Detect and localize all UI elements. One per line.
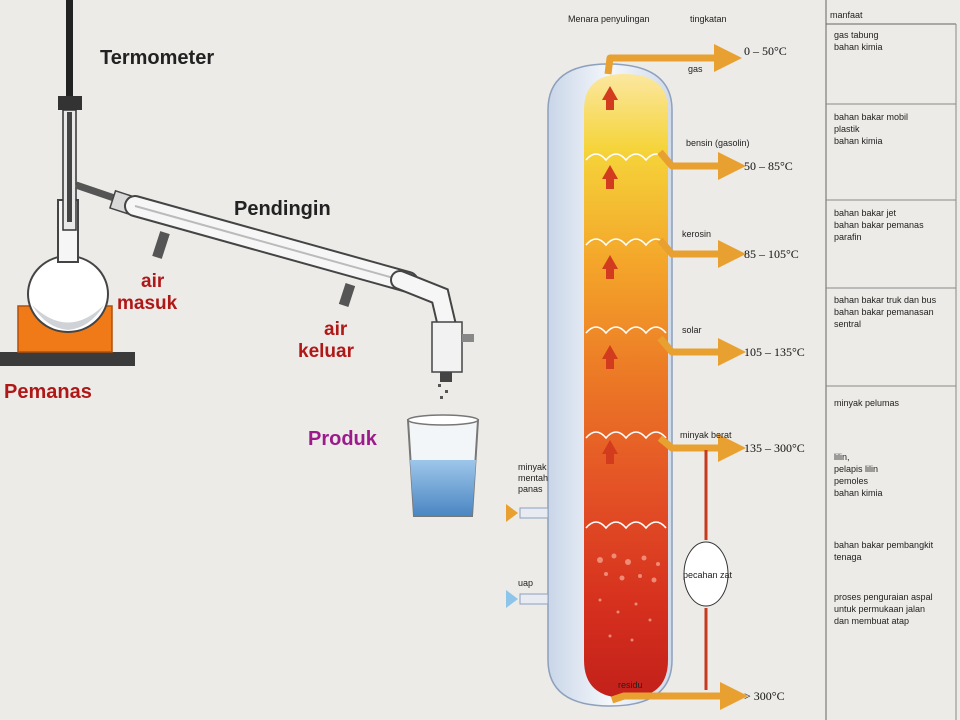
arrow-residue xyxy=(610,682,748,710)
product-beaker xyxy=(406,414,480,517)
arrow-diesel xyxy=(657,335,746,366)
steam-input-label: uap xyxy=(518,578,533,588)
fraction-name-gasoline: bensin (gasolin) xyxy=(686,138,750,148)
use-text: bahan bakar pemanasan xyxy=(834,307,934,317)
uses-table xyxy=(825,0,957,720)
uses-cell-gasoline: bahan bakar mobil plastik bahan kimia xyxy=(834,112,908,146)
use-text: parafin xyxy=(834,232,862,242)
thermometer xyxy=(58,0,82,231)
heater-base xyxy=(0,352,135,366)
use-text: bahan bakar jet xyxy=(834,208,897,218)
condenser-label: Pendingin xyxy=(234,198,331,220)
arrow-kerosene xyxy=(657,237,746,268)
distillation-flask xyxy=(27,199,109,333)
uses-cell-heavy-oil: minyak pelumas lilin, pelapis lilin pemo… xyxy=(834,398,900,498)
use-text: plastik xyxy=(834,124,860,134)
fraction-name-gas: gas xyxy=(688,64,703,74)
input-arrows xyxy=(506,504,549,608)
product-label: Produk xyxy=(308,428,378,450)
water-inlet xyxy=(152,231,170,259)
use-text: bahan kimia xyxy=(834,42,883,52)
fraction-name-heavy-oil: minyak berat xyxy=(680,430,732,440)
temp-heavy-oil: 135 – 300°C xyxy=(744,441,805,455)
tower-column xyxy=(584,74,668,698)
condenser xyxy=(74,181,474,382)
crude-input-pipe xyxy=(519,507,549,519)
water-out-label-line1: air xyxy=(324,319,348,340)
use-text: dan membuat atap xyxy=(834,616,909,626)
arrow-gasoline xyxy=(657,149,746,180)
residue-bubbles xyxy=(597,553,660,642)
temp-residue: > 300°C xyxy=(744,689,785,703)
water-out-label-line2: keluar xyxy=(298,341,355,362)
crude-input-label-2: mentah xyxy=(518,473,548,483)
lab-setup: Termometer Pendingin air masuk air kelua… xyxy=(0,0,480,517)
tower-title: Menara penyulingan xyxy=(568,14,650,24)
tray-5 xyxy=(585,521,667,530)
tray-2 xyxy=(585,238,667,247)
use-text: minyak pelumas xyxy=(834,398,900,408)
water-in-label-line2: masuk xyxy=(117,293,178,314)
use-text: lilin, xyxy=(834,452,850,462)
use-text: proses penguraian aspal xyxy=(834,592,933,602)
use-text: bahan kimia xyxy=(834,136,883,146)
steam-input-arrow xyxy=(506,590,518,608)
fractionation-tower: Menara penyulingan tingkatan manfaat xyxy=(506,0,957,720)
temp-gas: 0 – 50°C xyxy=(744,44,787,58)
use-text: pemoles xyxy=(834,476,869,486)
uses-cell-diesel: bahan bakar truk dan bus bahan bakar pem… xyxy=(834,295,937,329)
uses-header: manfaat xyxy=(830,10,863,20)
use-text: bahan bakar mobil xyxy=(834,112,908,122)
use-text: sentral xyxy=(834,319,861,329)
cracking-label: pecahan zat xyxy=(683,570,733,580)
vapor-up-arrows xyxy=(602,86,618,464)
temp-diesel: 105 – 135°C xyxy=(744,345,805,359)
thermometer-label: Termometer xyxy=(100,47,214,69)
use-text: bahan bakar pemanas xyxy=(834,220,924,230)
steam-input-pipe xyxy=(519,593,549,605)
trays xyxy=(585,153,667,530)
arrow-heavy-oil xyxy=(657,434,746,462)
heater-label: Pemanas xyxy=(4,381,92,403)
output-arrows xyxy=(604,44,748,710)
uses-cell-residue: bahan bakar pembangkit tenaga proses pen… xyxy=(834,540,934,626)
tray-4 xyxy=(585,431,667,440)
crude-input-arrow xyxy=(506,504,518,522)
uses-cell-kerosene: bahan bakar jet bahan bakar pemanas para… xyxy=(834,208,924,242)
fraction-name-kerosene: kerosin xyxy=(682,229,711,239)
crude-input-label-1: minyak xyxy=(518,462,547,472)
fraction-name-residue: residu xyxy=(618,680,643,690)
tray-3 xyxy=(585,326,667,335)
crude-input-label-3: panas xyxy=(518,484,543,494)
use-text: bahan bakar pembangkit xyxy=(834,540,934,550)
arrow-gas xyxy=(604,44,742,75)
use-text: untuk permukaan jalan xyxy=(834,604,925,614)
tray-1 xyxy=(585,153,667,162)
water-outlet xyxy=(338,282,356,308)
fraction-name-diesel: solar xyxy=(682,325,702,335)
drops xyxy=(438,384,448,399)
use-text: bahan kimia xyxy=(834,488,883,498)
levels-header: tingkatan xyxy=(690,14,727,24)
temp-gasoline: 50 – 85°C xyxy=(744,159,793,173)
use-text: tenaga xyxy=(834,552,862,562)
cracking-loop xyxy=(683,450,729,690)
use-text: gas tabung xyxy=(834,30,879,40)
uses-cell-gas: gas tabung bahan kimia xyxy=(834,30,883,52)
water-in-label-line1: air xyxy=(141,271,165,292)
use-text: pelapis lilin xyxy=(834,464,878,474)
temp-kerosene: 85 – 105°C xyxy=(744,247,799,261)
use-text: bahan bakar truk dan bus xyxy=(834,295,937,305)
